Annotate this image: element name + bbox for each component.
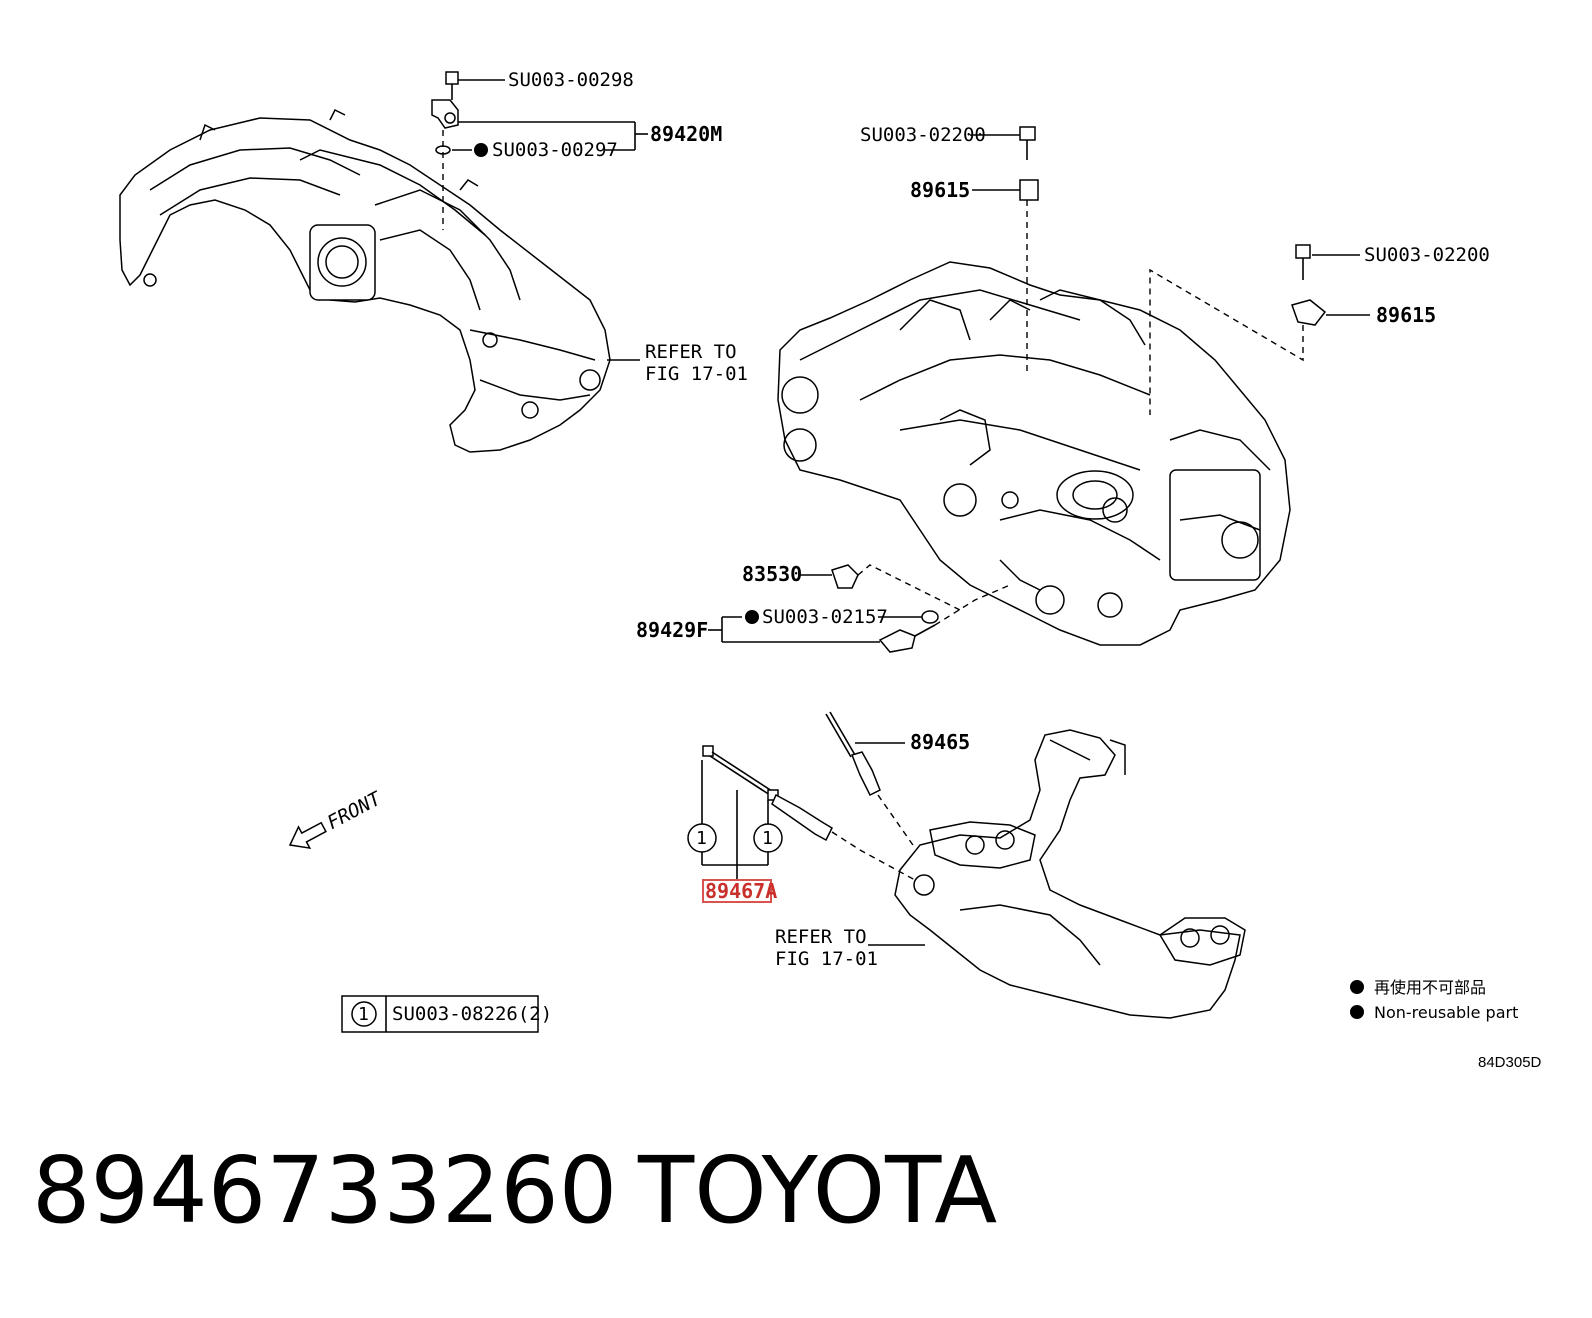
- knock-sensor-right-assembly: [1149, 244, 1327, 415]
- label-knock-left: 89615: [910, 178, 970, 202]
- front-arrow: FRONT: [288, 787, 386, 850]
- label-bolt-left: SU003-02200: [860, 124, 986, 146]
- arrow-left-icon: [288, 821, 327, 850]
- label-o2-front: 89467A: [705, 879, 777, 903]
- exhaust-manifold: [894, 729, 1246, 1019]
- label-temp-sensor: 89429F: [636, 618, 708, 642]
- label-refer-bottom-1: REFER TO: [775, 926, 867, 948]
- circle-marker-left-label: 1: [696, 828, 707, 849]
- label-refer-top-2: FIG 17-01: [645, 363, 748, 385]
- circle-marker-left: [687, 823, 717, 853]
- non-reusable-marker: [474, 143, 488, 157]
- label-refer-top-1: REFER TO: [645, 341, 737, 363]
- label-refer-bottom-2: FIG 17-01: [775, 948, 878, 970]
- label-bolt-right: SU003-02200: [1364, 244, 1490, 266]
- clamp-box-label: SU003-08226(2): [392, 1003, 552, 1025]
- rear-o2-sensor: [825, 711, 916, 849]
- switch-assembly: [831, 564, 961, 611]
- label-gasket-temp: SU003-02157: [762, 606, 888, 628]
- clamp-box: 1 SU003-08226(2): [341, 995, 552, 1033]
- intake-sensor-assembly: [431, 71, 459, 230]
- engine-block: [777, 261, 1291, 646]
- label-intake-sensor: 89420M: [650, 122, 722, 146]
- brand: TOYOTA: [637, 1137, 997, 1244]
- label-front: FRONT: [324, 787, 386, 834]
- legend-jp: 再使用不可部品: [1374, 978, 1486, 997]
- label-switch: 83530: [742, 562, 802, 586]
- highlight-box: [702, 879, 772, 903]
- label-gasket-intake: SU003-00297: [492, 139, 618, 161]
- circle-marker-right: [753, 823, 783, 853]
- legend: 再使用不可部品 Non-reusable part: [1350, 978, 1518, 1022]
- legend-en: Non-reusable part: [1374, 1003, 1518, 1022]
- non-reusable-marker: [745, 610, 759, 624]
- part-number: 8946733260: [32, 1137, 617, 1244]
- knock-sensor-left-assembly: [1019, 126, 1039, 375]
- filled-circle-icon: [1350, 1005, 1364, 1019]
- temp-sensor-assembly: [878, 584, 1011, 653]
- circle-marker-right-label: 1: [762, 828, 773, 849]
- intake-manifold: [119, 108, 611, 453]
- clamp-box-marker: 1: [358, 1004, 369, 1025]
- label-knock-right: 89615: [1376, 303, 1436, 327]
- label-bolt-intake: SU003-00298: [508, 69, 634, 91]
- filled-circle-icon: [1350, 980, 1364, 994]
- label-o2-rear: 89465: [910, 730, 970, 754]
- figure-code: 84D305D: [1478, 1054, 1542, 1071]
- front-o2-sensor: [702, 745, 916, 881]
